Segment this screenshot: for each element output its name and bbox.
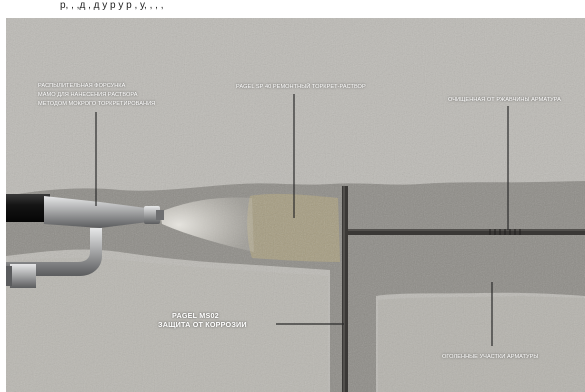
ribbed-rebar-segment — [490, 229, 520, 235]
exposed-rebar-label: Оголенные участки арматуры — [442, 354, 538, 360]
protection-label-line2: защита от коррозии — [158, 321, 247, 329]
mortar-label: Pagel SP 40 ремонтный торкрет-раствор — [236, 84, 366, 90]
black-hose — [6, 194, 50, 222]
rebar-vertical — [342, 186, 348, 392]
nozzle-label-line3: методом мокрого торкретирования — [38, 101, 155, 107]
nozzle-label-line2: Mamo для нанесения раствора — [38, 92, 138, 98]
nozzle-label-line1: Распылительная форсунка — [38, 83, 125, 89]
cleaned-rebar-label: Очищенная от ржавчины арматура — [448, 97, 561, 103]
